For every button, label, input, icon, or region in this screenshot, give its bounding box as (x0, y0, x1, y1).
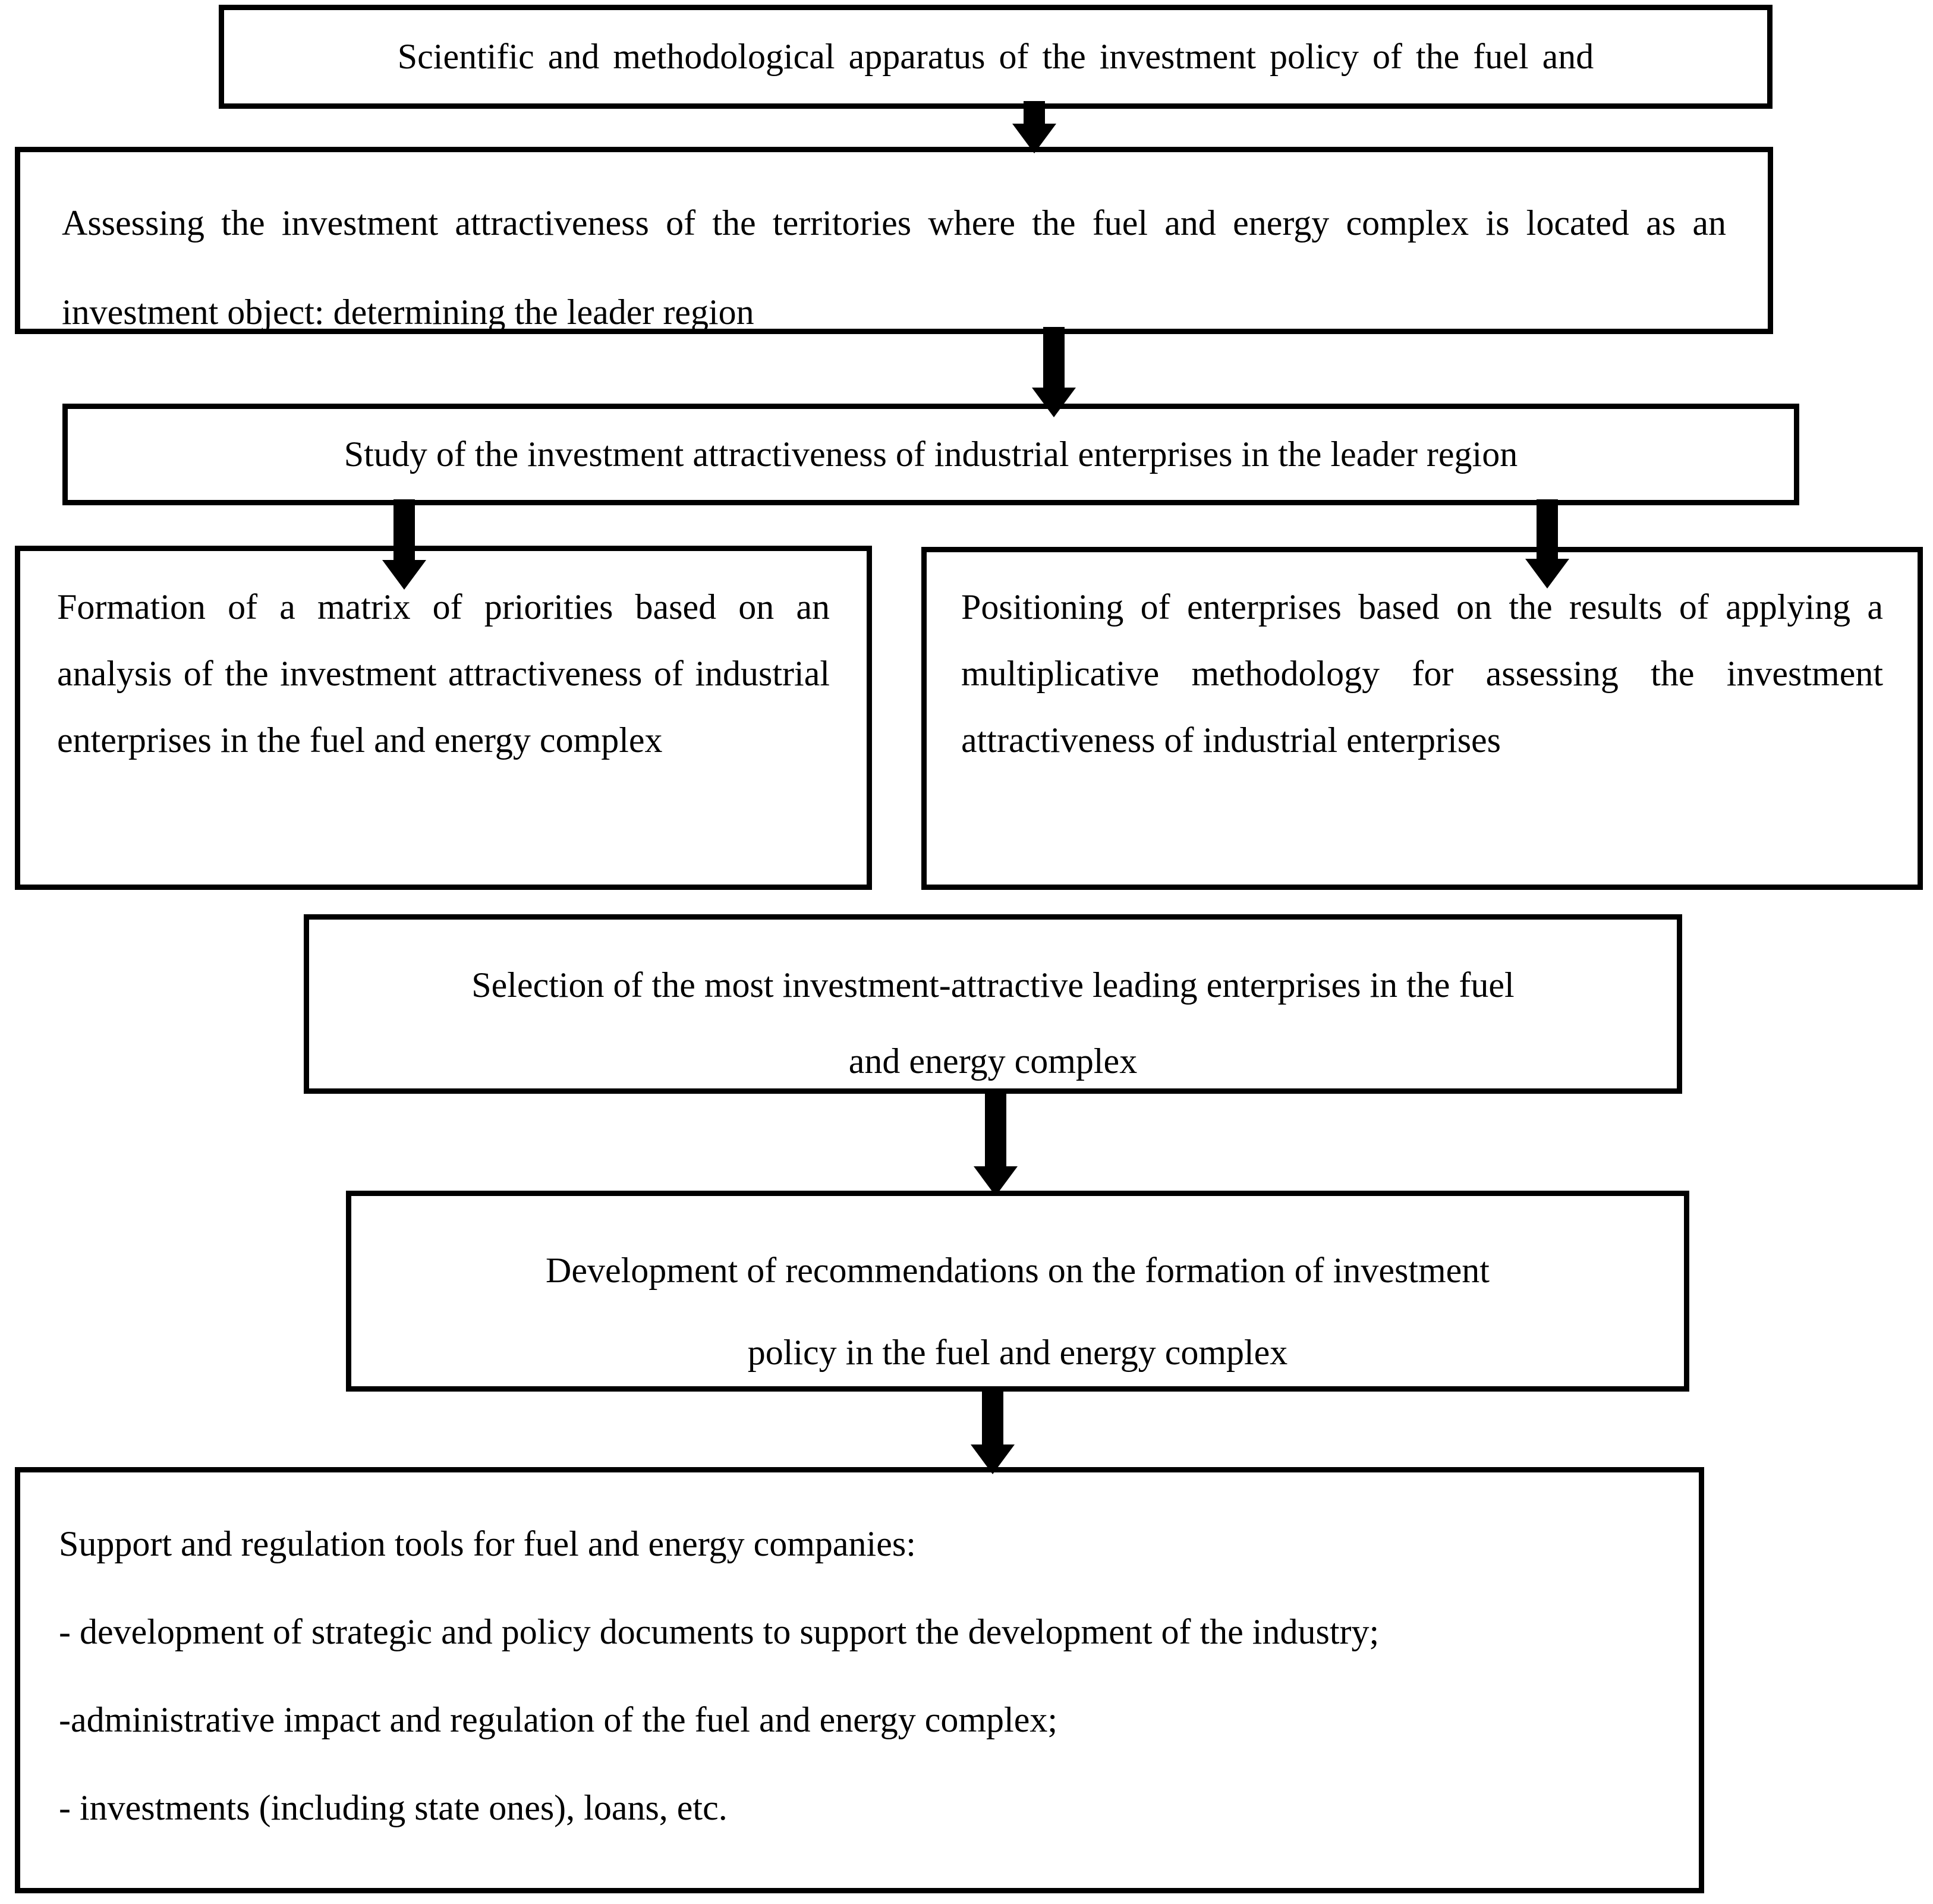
flowchart-node-scientific-apparatus: Scientific and methodological apparatus … (219, 5, 1773, 109)
flowchart-node-selection-enterprises: Selection of the most investment-attract… (304, 914, 1682, 1094)
node-text-line: - development of strategic and policy do… (59, 1612, 1380, 1651)
node-text-line: Support and regulation tools for fuel an… (59, 1524, 916, 1563)
down-arrow-icon-selection-to-development (974, 1094, 1018, 1196)
node-text: Formation of a matrix of priorities base… (57, 587, 830, 760)
node-text: Study of the investment attractiveness o… (344, 435, 1518, 474)
node-text-line: -administrative impact and regulation of… (59, 1700, 1057, 1739)
flowchart-node-development-recommendations: Development of recommendations on the fo… (346, 1191, 1689, 1392)
node-text-line: and energy complex (848, 1041, 1138, 1081)
flowchart-node-study-attractiveness: Study of the investment attractiveness o… (62, 404, 1799, 505)
node-text: Scientific and methodological apparatus … (397, 37, 1594, 76)
node-text-line: Development of recommendations on the fo… (546, 1251, 1490, 1290)
node-text-line: Selection of the most investment-attract… (471, 965, 1515, 1005)
flowchart-node-assessing-territories: Assessing the investment attractiveness … (15, 147, 1773, 334)
down-arrow-icon-box1-to-box2 (1012, 101, 1056, 153)
flowchart-node-matrix-of-priorities: Formation of a matrix of priorities base… (15, 546, 872, 890)
flowchart-node-positioning-enterprises: Positioning of enterprises based on the … (921, 547, 1923, 890)
node-text-line: - investments (including state ones), lo… (59, 1788, 728, 1827)
node-text: Positioning of enterprises based on the … (961, 587, 1883, 760)
node-text-line: policy in the fuel and energy complex (747, 1333, 1288, 1372)
node-text: Assessing the investment attractiveness … (62, 203, 1726, 332)
flowchart-node-support-tools: Support and regulation tools for fuel an… (15, 1467, 1704, 1893)
down-arrow-icon-development-to-support (971, 1391, 1015, 1474)
